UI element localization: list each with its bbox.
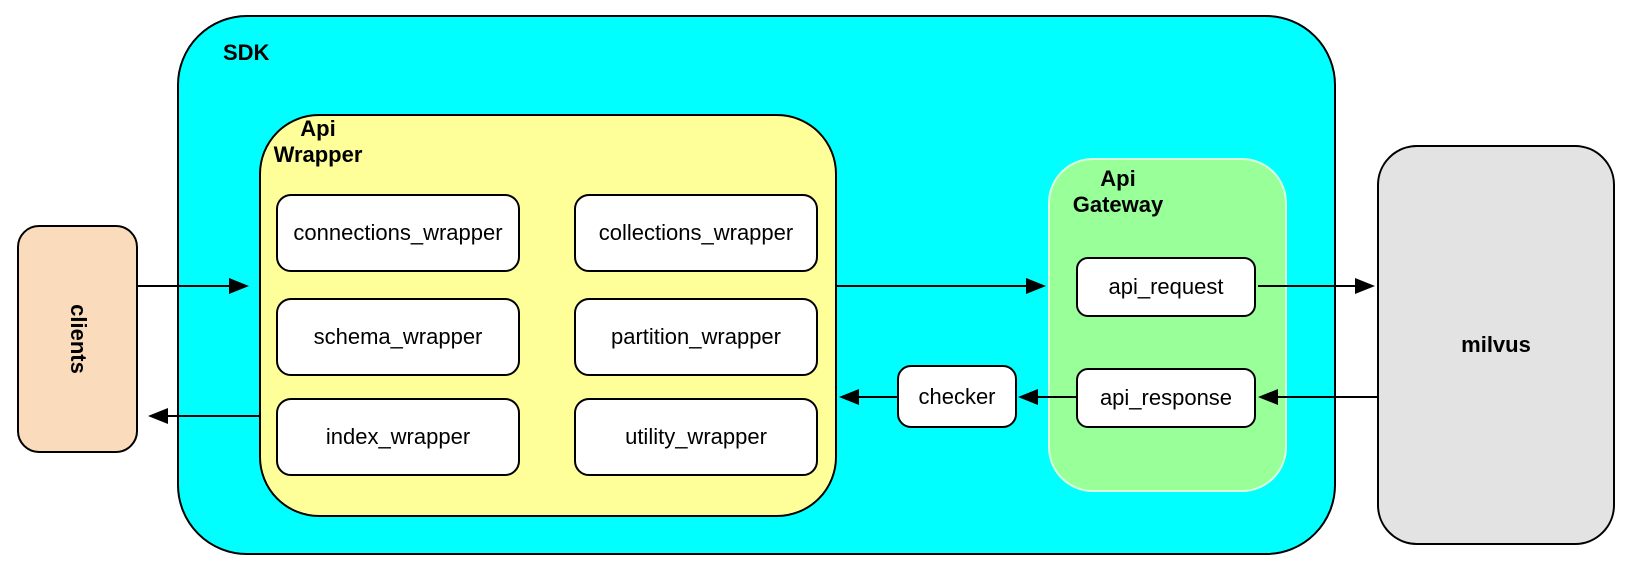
arrow-line [138, 285, 229, 287]
arrow-line [859, 396, 897, 398]
arrow-line [1038, 396, 1076, 398]
api-gateway-label-line2: Gateway [1072, 192, 1164, 218]
collections-wrapper-node: collections_wrapper [574, 194, 818, 272]
sdk-label: SDK [223, 40, 270, 65]
api-wrapper-label: Api Wrapper [259, 116, 377, 169]
api-gateway-container [1048, 158, 1287, 492]
api-wrapper-label-line1: Api [300, 116, 336, 141]
arrow-head-left-icon [839, 389, 859, 405]
partition-wrapper-node: partition_wrapper [574, 298, 818, 376]
arrow-line [168, 415, 259, 417]
api-request-node: api_request [1076, 257, 1256, 317]
api-response-node: api_response [1076, 368, 1256, 428]
milvus-label: milvus [1461, 332, 1531, 357]
milvus-node: milvus [1377, 145, 1615, 545]
arrow-line [1258, 285, 1355, 287]
api-gateway-label-line1: Api [1100, 166, 1136, 191]
utility-wrapper-node: utility_wrapper [574, 398, 818, 476]
arrow-head-right-icon [1026, 278, 1046, 294]
api-wrapper-label-line2: Wrapper [273, 142, 363, 168]
api-gateway-label: Api Gateway [1054, 166, 1182, 219]
checker-node: checker [897, 365, 1017, 428]
arrow-head-right-icon [1355, 278, 1375, 294]
index-wrapper-node: index_wrapper [276, 398, 520, 476]
clients-label: clients [65, 304, 91, 374]
arrow-line [837, 285, 1026, 287]
clients-node: clients [17, 225, 138, 453]
schema-wrapper-node: schema_wrapper [276, 298, 520, 376]
arrow-head-right-icon [229, 278, 249, 294]
arrow-head-left-icon [1018, 389, 1038, 405]
arrow-head-left-icon [148, 408, 168, 424]
connections-wrapper-node: connections_wrapper [276, 194, 520, 272]
arrow-head-left-icon [1258, 389, 1278, 405]
arrow-line [1278, 396, 1377, 398]
